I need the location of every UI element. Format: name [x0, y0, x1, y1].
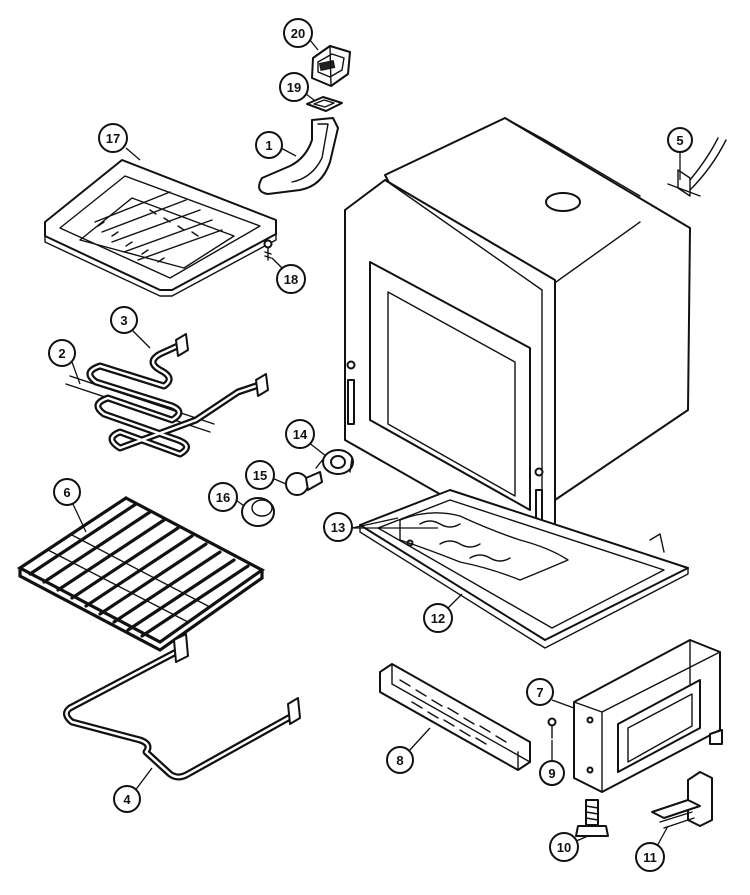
callout-9: 9	[539, 760, 565, 786]
callout-label: 19	[287, 80, 301, 95]
part-11-leg-bracket	[651, 771, 713, 829]
callout-15: 15	[245, 460, 275, 490]
callout-5: 5	[667, 127, 693, 153]
callout-label: 9	[548, 766, 555, 781]
callout-label: 6	[63, 485, 70, 500]
part-9-screw	[547, 717, 557, 739]
part-5-sensor	[667, 137, 727, 197]
callout-10: 10	[549, 832, 579, 862]
callout-12: 12	[423, 603, 453, 633]
part-12-bottom-panel	[359, 489, 689, 649]
part-4-bake-element	[63, 633, 301, 781]
callout-label: 18	[284, 272, 298, 287]
part-2-3-broil-element	[65, 333, 269, 458]
callout-label: 1	[265, 138, 272, 153]
callout-4: 4	[113, 785, 141, 813]
callout-label: 2	[58, 346, 65, 361]
part-8-bracket	[379, 663, 531, 771]
part-17-panel	[44, 159, 277, 297]
callout-18: 18	[276, 264, 306, 294]
callout-13: 13	[323, 512, 353, 542]
callout-label: 11	[643, 850, 657, 865]
callout-label: 5	[676, 133, 683, 148]
callout-label: 7	[536, 685, 543, 700]
oven-cavity	[344, 117, 691, 551]
callout-label: 16	[216, 490, 230, 505]
part-14-light-socket	[315, 449, 354, 475]
part-20-switch	[311, 45, 351, 87]
part-10-leveling-leg	[575, 799, 609, 837]
callout-19: 19	[279, 72, 309, 102]
callout-1: 1	[255, 131, 283, 159]
callout-14: 14	[285, 419, 315, 449]
part-16-light-lens	[241, 497, 275, 527]
callout-label: 14	[293, 427, 308, 442]
callout-label: 15	[253, 468, 267, 483]
part-6-oven-rack	[16, 496, 266, 652]
part-19-gasket	[306, 96, 343, 112]
part-13-insulation	[399, 512, 569, 581]
callout-label: 13	[331, 520, 345, 535]
callout-7: 7	[526, 678, 554, 706]
callout-3: 3	[110, 306, 138, 334]
callout-label: 8	[396, 753, 403, 768]
leader-lines	[71, 39, 681, 849]
part-7-drawer-frame	[573, 639, 723, 793]
callout-11: 11	[635, 842, 665, 872]
callout-label: 10	[557, 840, 571, 855]
callout-17: 17	[98, 123, 128, 153]
callout-label: 20	[291, 26, 305, 41]
callout-label: 3	[120, 313, 127, 328]
callout-label: 17	[106, 131, 120, 146]
callout-label: 4	[123, 792, 131, 807]
callout-20: 20	[283, 18, 313, 48]
callout-16: 16	[208, 482, 238, 512]
callout-label: 12	[431, 611, 445, 626]
callout-2: 2	[48, 339, 76, 367]
part-1-vent-duct	[258, 117, 339, 195]
callout-8: 8	[386, 746, 414, 774]
callout-6: 6	[53, 478, 81, 506]
part-18-screw	[263, 239, 273, 261]
part-15-light-bulb	[285, 471, 323, 496]
